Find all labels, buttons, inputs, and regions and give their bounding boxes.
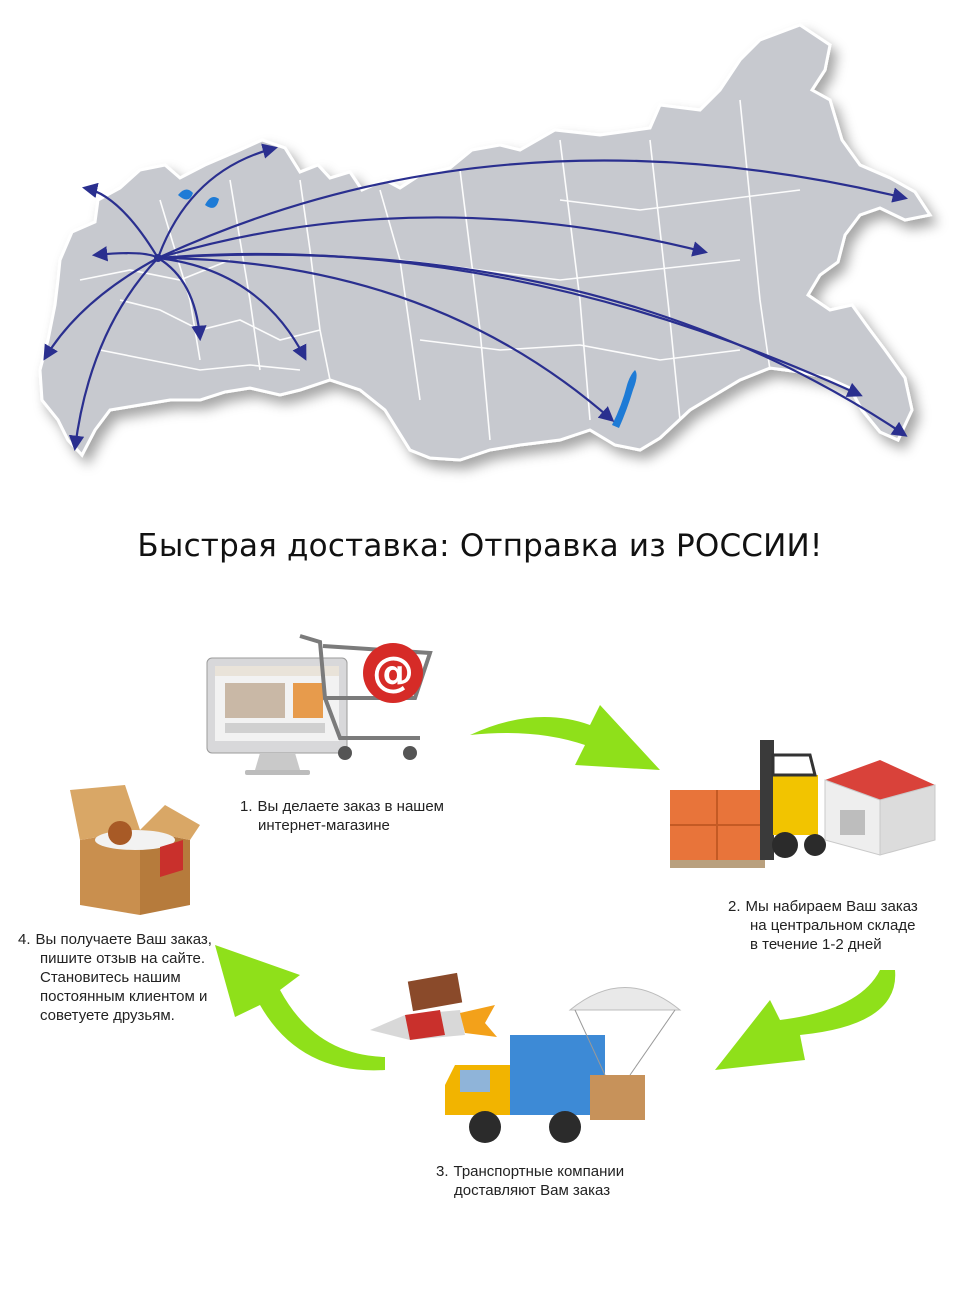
route-arrow-murmansk: [156, 143, 278, 259]
cycle-arrow-2-to-3: [715, 970, 896, 1070]
step-1-number: 1.: [240, 798, 253, 815]
route-arrow-volga: [157, 257, 207, 342]
route-arrow-baikal: [157, 256, 615, 423]
russia-map-shape: [38, 23, 933, 462]
step-4-line-3: Становитесь нашим: [40, 969, 181, 986]
delivery-truck-icon: [370, 972, 682, 1143]
route-arrow-south: [43, 257, 159, 361]
headline: Быстрая доставка: Отправка из РОССИИ!: [137, 528, 823, 564]
route-arrows: [43, 143, 908, 452]
step-4-line-2: пишите отзыв на сайте.: [40, 950, 206, 967]
step-4-line-4: постоянным клиентом и: [40, 988, 208, 1005]
step-2-line-2: на центральном складе: [750, 917, 916, 934]
svg-text:@: @: [372, 647, 414, 696]
step-3-line-2: доставляют Вам заказ: [454, 1182, 611, 1199]
step-2-text: 2.Мы набираем Ваш заказ на центральном с…: [728, 897, 948, 954]
computer-cart-icon: @: [206, 634, 433, 775]
route-arrow-northeast: [157, 159, 908, 259]
route-arrow-caucasus: [68, 257, 159, 452]
warehouse-forklift-icon: [670, 740, 936, 868]
step-2-line-3: в течение 1-2 дней: [750, 936, 882, 953]
step-3-text: 3.Транспортные компании доставляют Вам з…: [436, 1162, 676, 1200]
step-4-number: 4.: [18, 931, 31, 948]
step-1-text: 1.Вы делаете заказ в нашем интернет-мага…: [240, 797, 480, 835]
step-3-line-1: Транспортные компании: [453, 1163, 625, 1180]
russia-delivery-map: [38, 23, 933, 462]
step-4-line-1: Вы получаете Ваш заказ,: [35, 931, 212, 948]
step-3-number: 3.: [436, 1163, 449, 1180]
lake-ladoga: [178, 189, 193, 200]
step-4-text: 4.Вы получаете Ваш заказ, пишите отзыв н…: [18, 930, 228, 1025]
route-arrow-west: [81, 182, 159, 259]
lakes: [178, 189, 637, 428]
step-2-line-1: Мы набираем Ваш заказ: [745, 898, 918, 915]
route-arrow-urals: [157, 256, 307, 361]
step-2-number: 2.: [728, 898, 741, 915]
cycle-arrow-3-to-4: [215, 945, 385, 1071]
step-1-line-1: Вы делаете заказ в нашем: [257, 798, 444, 815]
origin-point: [154, 254, 162, 262]
open-box-icon: [70, 785, 200, 915]
step-4-line-5: советуете друзьям.: [40, 1007, 175, 1024]
lake-baikal: [612, 370, 637, 428]
route-arrow-far-east: [157, 253, 908, 437]
lake-onega: [205, 197, 219, 208]
route-arrow-siberia: [157, 216, 708, 260]
step-1-line-2: интернет-магазине: [258, 817, 390, 834]
cycle-arrow-1-to-2: [470, 705, 660, 770]
